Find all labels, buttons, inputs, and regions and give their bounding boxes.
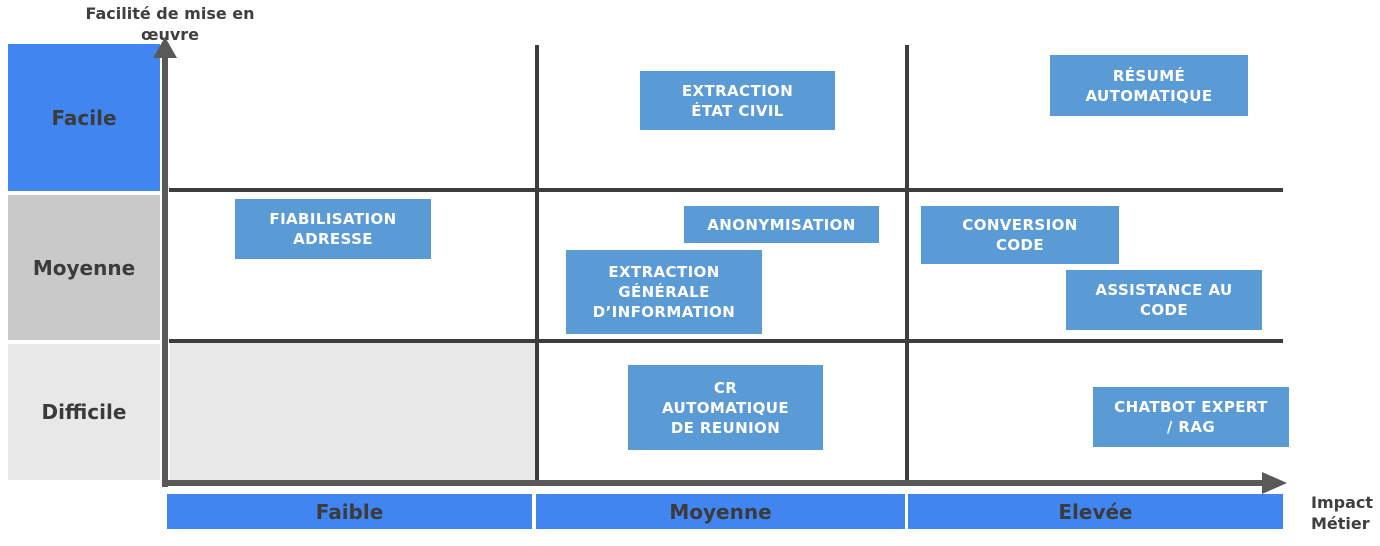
x-axis-title: Impact Métier — [1311, 493, 1374, 533]
y-axis-line — [162, 52, 168, 487]
use-case-box-assistance-au-code: ASSISTANCE AU CODE — [1066, 270, 1262, 330]
use-case-box-fiabilisation-adresse: FIABILISATION ADRESSE — [235, 199, 431, 259]
y-axis-arrowhead-icon — [153, 37, 177, 58]
use-case-box-conversion-code: CONVERSION CODE — [921, 206, 1119, 264]
x-band-moyenne: Moyenne — [536, 494, 905, 529]
use-case-box-extraction-generale-information: EXTRACTION GÉNÉRALE D’INFORMATION — [566, 250, 762, 334]
row-label-facile: Facile — [8, 44, 160, 191]
x-axis-line — [162, 480, 1263, 486]
use-case-box-chatbot-expert-rag: CHATBOT EXPERT / RAG — [1093, 387, 1289, 447]
grid-hline-1 — [169, 188, 1283, 192]
grid-vline-1 — [535, 45, 539, 483]
row-label-moyenne: Moyenne — [8, 195, 160, 340]
x-band-faible: Faible — [167, 494, 532, 529]
use-case-box-anonymisation: ANONYMISATION — [684, 206, 879, 243]
x-band-elevee: Elevée — [908, 494, 1283, 529]
use-case-box-extraction-etat-civil: EXTRACTION ÉTAT CIVIL — [640, 71, 835, 130]
grid-hline-2 — [169, 339, 1283, 343]
x-axis-arrowhead-icon — [1262, 472, 1287, 494]
grid-vline-2 — [905, 45, 909, 483]
use-case-box-cr-automatique-reunion: CR AUTOMATIQUE DE REUNION — [628, 365, 823, 450]
y-axis-title: Facilité de mise en œuvre — [85, 4, 255, 44]
cell-shade-difficile-faible — [170, 343, 535, 481]
row-label-difficile: Difficile — [8, 344, 160, 480]
use-case-box-resume-automatique: RÉSUMÉ AUTOMATIQUE — [1050, 55, 1248, 116]
